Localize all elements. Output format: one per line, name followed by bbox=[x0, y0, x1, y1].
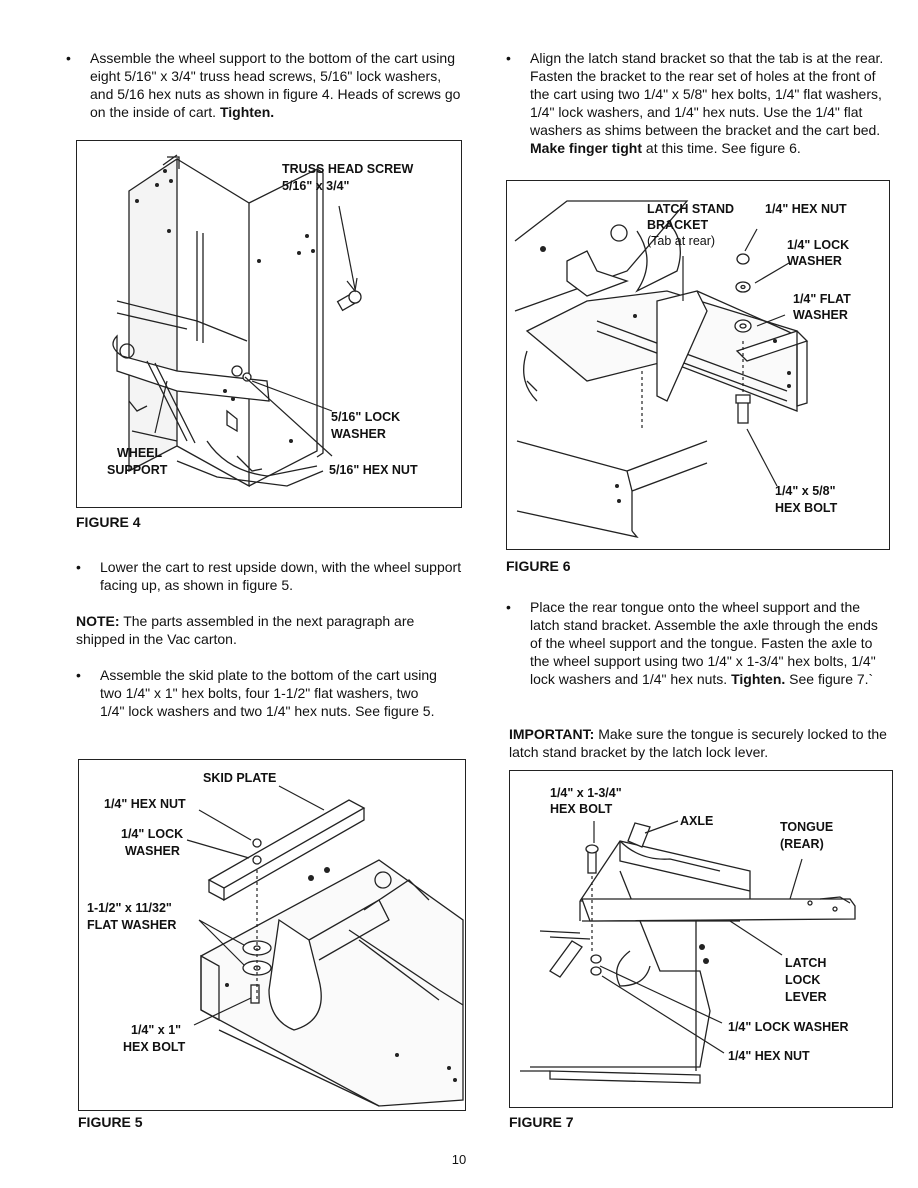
instruction-tail: at this time. See figure 6. bbox=[645, 140, 801, 156]
label-latch-stand-note: (Tab at rear) bbox=[647, 234, 716, 248]
label-hex-bolt-line2: HEX BOLT bbox=[550, 802, 613, 816]
note-text: The parts assembled in the next paragrap… bbox=[76, 613, 415, 647]
label-axle: AXLE bbox=[680, 814, 714, 828]
label-hex-bolt-line1: 1/4" x 5/8" bbox=[775, 484, 836, 498]
figure-4-caption: FIGURE 4 bbox=[76, 514, 141, 530]
label-hex-bolt-line2: HEX BOLT bbox=[775, 501, 838, 515]
label-lock-washer-line1: 1/4" LOCK bbox=[787, 238, 850, 252]
bullet-marker: • bbox=[506, 599, 511, 615]
instruction-wheel-support: • Assemble the wheel support to the bott… bbox=[66, 49, 466, 121]
figure-5-illustration bbox=[186, 785, 464, 1107]
label-lock-washer-line1: 1/4" LOCK bbox=[121, 827, 184, 841]
instruction-text: Assemble the wheel support to the bottom… bbox=[90, 50, 461, 120]
label-hex-bolt-line2: HEX BOLT bbox=[123, 1040, 186, 1054]
label-hex-bolt-line1: 1/4" x 1-3/4" bbox=[550, 786, 622, 800]
instruction-text: Place the rear tongue onto the wheel sup… bbox=[530, 599, 878, 687]
instruction-text: Lower the cart to rest upside down, with… bbox=[100, 559, 462, 593]
label-wheel-support-line2: SUPPORT bbox=[107, 463, 168, 477]
label-latch-stand-line1: LATCH STAND bbox=[647, 202, 735, 216]
note-paragraph: NOTE: The parts assembled in the next pa… bbox=[76, 612, 466, 648]
label-latch-lever-line2: LOCK bbox=[785, 973, 821, 987]
instruction-text: Align the latch stand bracket so that th… bbox=[530, 50, 884, 138]
important-label: IMPORTANT: bbox=[509, 726, 595, 742]
instruction-tail: See figure 7.` bbox=[789, 671, 874, 687]
label-hex-bolt-line1: 1/4" x 1" bbox=[131, 1023, 182, 1037]
instruction-emphasis: Tighten. bbox=[731, 671, 786, 687]
label-flat-washer-line1: 1-1/2" x 11/32" bbox=[87, 901, 172, 915]
label-lock-washer-line2: WASHER bbox=[125, 844, 180, 858]
figure-4-diagram: TRUSS HEAD SCREW 5/16" x 3/4" 5/16" LOCK… bbox=[76, 140, 462, 508]
page-number: 10 bbox=[451, 1152, 467, 1167]
label-truss-head-screw: TRUSS HEAD SCREW bbox=[282, 162, 414, 176]
label-lock-washer-line2: WASHER bbox=[787, 254, 842, 268]
label-lock-washer-line2: WASHER bbox=[331, 427, 386, 441]
bullet-marker: • bbox=[76, 667, 81, 683]
label-hex-nut: 1/4" HEX NUT bbox=[728, 1049, 810, 1063]
figure-7-diagram: 1/4" x 1-3/4" HEX BOLT AXLE TONGUE (REAR… bbox=[509, 770, 893, 1108]
label-wheel-support-line1: WHEEL bbox=[117, 446, 163, 460]
figure-7-illustration bbox=[520, 820, 856, 1084]
figure-4-illustration bbox=[112, 154, 362, 488]
figure-6-diagram: LATCH STAND BRACKET (Tab at rear) 1/4" H… bbox=[506, 180, 890, 550]
important-paragraph: IMPORTANT: Make sure the tongue is secur… bbox=[509, 725, 889, 761]
label-lock-washer-line1: 5/16" LOCK bbox=[331, 410, 401, 424]
bullet-marker: • bbox=[76, 559, 81, 575]
instruction-lower-cart: • Lower the cart to rest upside down, wi… bbox=[76, 558, 466, 594]
figure-6-illustration bbox=[514, 200, 809, 539]
label-flat-washer-line1: 1/4" FLAT bbox=[793, 292, 851, 306]
label-hex-nut: 1/4" HEX NUT bbox=[104, 797, 186, 811]
note-label: NOTE: bbox=[76, 613, 120, 629]
instruction-emphasis: Make finger tight bbox=[530, 140, 643, 156]
label-tongue-line1: TONGUE bbox=[780, 820, 834, 834]
label-hex-nut: 5/16" HEX NUT bbox=[329, 463, 418, 477]
label-lock-washer: 1/4" LOCK WASHER bbox=[728, 1020, 849, 1034]
label-latch-lever-line3: LEVER bbox=[785, 990, 827, 1004]
instruction-latch-stand: • Align the latch stand bracket so that … bbox=[506, 49, 888, 175]
figure-6-caption: FIGURE 6 bbox=[506, 558, 571, 574]
label-flat-washer-line2: WASHER bbox=[793, 308, 848, 322]
label-skid-plate: SKID PLATE bbox=[203, 771, 277, 785]
label-latch-lever-line1: LATCH bbox=[785, 956, 827, 970]
label-truss-screw-size: 5/16" x 3/4" bbox=[282, 179, 350, 193]
label-latch-stand-line2: BRACKET bbox=[647, 218, 709, 232]
bullet-marker: • bbox=[506, 50, 511, 66]
figure-5-caption: FIGURE 5 bbox=[78, 1114, 143, 1130]
instruction-skid-plate: • Assemble the skid plate to the bottom … bbox=[76, 666, 466, 738]
label-tongue-line2: (REAR) bbox=[780, 837, 824, 851]
figure-7-caption: FIGURE 7 bbox=[509, 1114, 574, 1130]
instruction-emphasis: Tighten. bbox=[219, 104, 275, 120]
bullet-marker: • bbox=[66, 50, 71, 66]
label-hex-nut: 1/4" HEX NUT bbox=[765, 202, 847, 216]
figure-5-diagram: SKID PLATE 1/4" HEX NUT 1/4" LOCK WASHER… bbox=[78, 759, 466, 1111]
instruction-rear-tongue: • Place the rear tongue onto the wheel s… bbox=[506, 598, 890, 706]
instruction-text: Assemble the skid plate to the bottom of… bbox=[100, 667, 437, 719]
important-text: Make sure the tongue is securely locked … bbox=[509, 726, 887, 760]
label-flat-washer-line2: FLAT WASHER bbox=[87, 918, 177, 932]
